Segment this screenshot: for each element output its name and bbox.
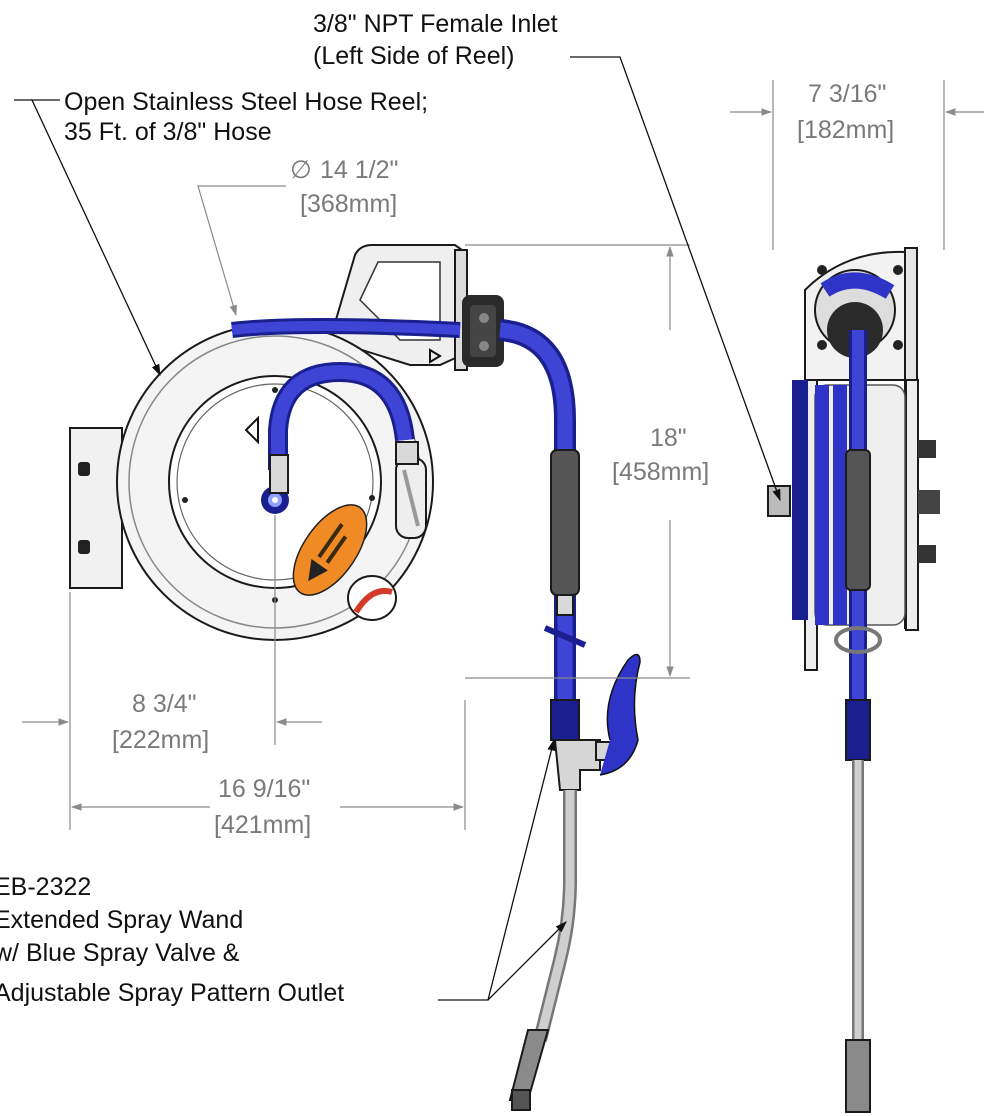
front-hose-top [231, 318, 461, 338]
center-offset-inches: 8 3/4" [132, 690, 196, 718]
dimension-diameter: ∅ 14 1/2" [368mm] [290, 156, 398, 218]
reel-callout-line1: Open Stainless Steel Hose Reel; [64, 88, 428, 116]
width-mm: [421mm] [214, 811, 311, 839]
height-mm: [458mm] [612, 458, 709, 486]
side-hose-drop [834, 330, 882, 1113]
width-inches: 16 9/16" [218, 775, 310, 803]
inlet-callout-line1: 3/8" NPT Female Inlet [313, 10, 558, 38]
inlet-callout-line2: (Left Side of Reel) [313, 42, 515, 70]
height-inches: 18" [650, 424, 687, 452]
callout-leaders [14, 56, 781, 1001]
depth-inches: 7 3/16" [808, 80, 886, 108]
dimension-width: 16 9/16" [421mm] [214, 775, 311, 839]
diameter-symbol: ∅ [290, 156, 312, 184]
wand-callout-line4: Adjustable Spray Pattern Outlet [0, 979, 344, 1007]
callout-reel: Open Stainless Steel Hose Reel; 35 Ft. o… [64, 88, 428, 146]
callout-inlet: 3/8" NPT Female Inlet (Left Side of Reel… [313, 10, 558, 70]
dimension-center-offset: 8 3/4" [222mm] [112, 690, 209, 754]
wand-callout-line2: Extended Spray Wand [0, 906, 243, 934]
front-hose-inner [268, 361, 419, 494]
reel-callout-line2: 35 Ft. of 3/8" Hose [64, 118, 272, 146]
depth-mm: [182mm] [797, 116, 894, 144]
front-hose-drop [498, 319, 587, 741]
dimension-height: 18" [458mm] [612, 424, 709, 486]
wand-callout-line1: EB-2322 [0, 873, 91, 901]
center-offset-mm: [222mm] [112, 726, 209, 754]
callout-wand: EB-2322 Extended Spray Wand w/ Blue Spra… [0, 873, 344, 1007]
side-view [767, 247, 940, 1113]
side-swivel [814, 269, 896, 358]
dimension-lines [22, 80, 984, 830]
caution-label [292, 504, 368, 596]
front-spray-wand [508, 653, 641, 1111]
wand-callout-line3: w/ Blue Spray Valve & [0, 939, 240, 967]
dimension-depth: 7 3/16" [182mm] [797, 80, 894, 144]
diameter-mm: [368mm] [300, 190, 397, 218]
ratchet-window [347, 575, 397, 621]
diameter-inches: 14 1/2" [320, 156, 398, 184]
left-mounting-bracket [69, 427, 123, 589]
front-view [69, 244, 641, 1111]
